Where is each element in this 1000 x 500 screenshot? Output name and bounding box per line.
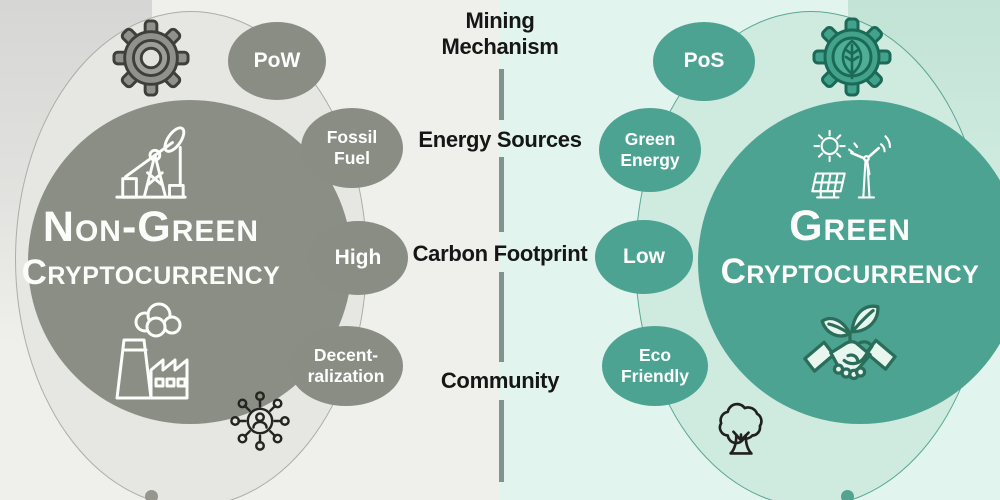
- factory-smoke-icon: [115, 302, 189, 400]
- orbit-endpoint-dot: [841, 490, 854, 500]
- green-circle: Green Cryptocurrency: [698, 100, 1000, 424]
- gear-icon: [112, 19, 190, 97]
- bubble-pow: PoW: [228, 22, 326, 100]
- non-green-panel: Non-Green Cryptocurrency PoW Fossil Fuel…: [0, 0, 500, 500]
- handshake-sprout-icon: [803, 304, 897, 381]
- circle-title-line1: Green: [789, 202, 911, 250]
- circle-title-line2: Cryptocurrency: [21, 253, 281, 292]
- bubble-low: Low: [595, 220, 693, 294]
- bubble-high: High: [308, 221, 408, 295]
- bubble-pos: PoS: [653, 22, 755, 101]
- bubble-green-energy: Green Energy: [599, 108, 701, 192]
- orbit-endpoint-dot: [145, 490, 158, 500]
- bubble-fossil-fuel: Fossil Fuel: [301, 108, 403, 188]
- bubble-decentralization: Decent- ralization: [289, 326, 403, 406]
- circle-title-line2: Cryptocurrency: [720, 252, 980, 291]
- renewable-energy-icon: [811, 129, 891, 199]
- tree-icon: [718, 402, 763, 455]
- oil-pumpjack-icon: [115, 126, 187, 199]
- eco-gear-leaf-icon: [812, 17, 892, 97]
- decentralization-network-icon: [230, 391, 290, 451]
- bubble-eco-friendly: Eco Friendly: [602, 326, 708, 406]
- circle-title-line1: Non-Green: [42, 203, 260, 251]
- green-panel: Green Cryptocurrency PoS Green Energy: [500, 0, 1000, 500]
